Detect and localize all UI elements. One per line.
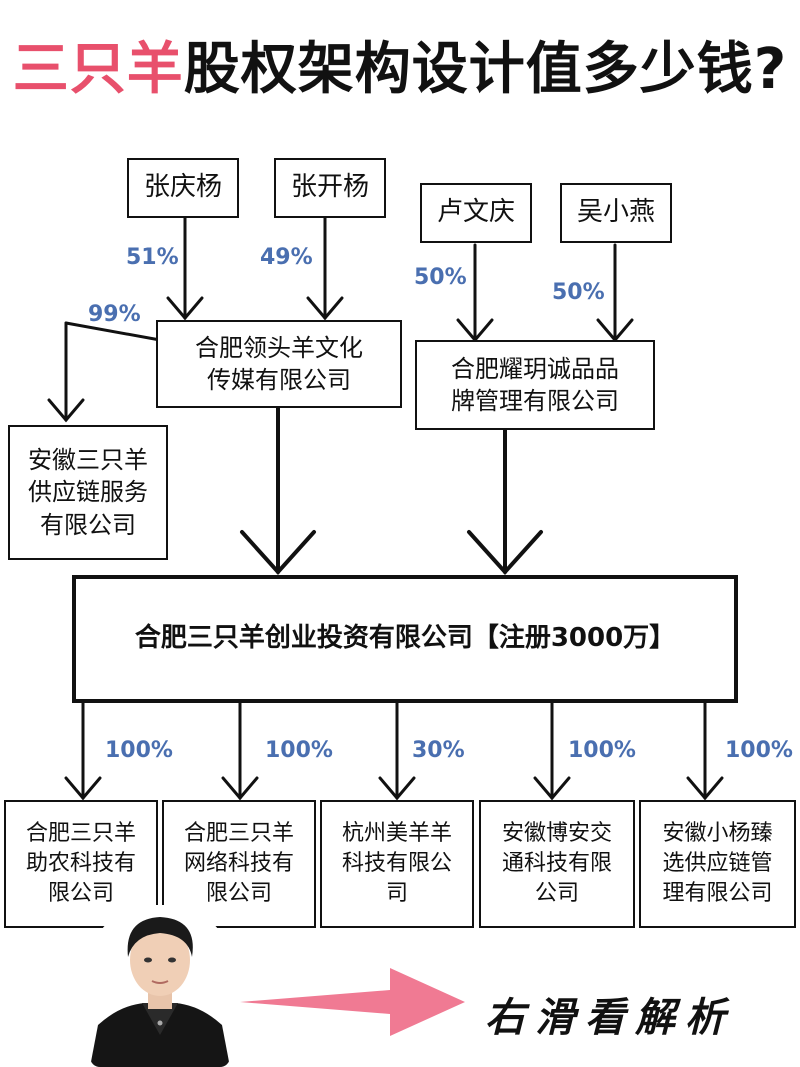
company-name-line: 理有限公司	[662, 880, 773, 906]
company-sub4: 安徽博安交 通科技有限 公司	[479, 800, 635, 928]
pct-lingtou-supply: 99%	[88, 302, 141, 327]
company-sub3: 杭州美羊羊 科技有限公 司	[320, 800, 474, 928]
pct-sub5: 100%	[725, 738, 793, 763]
pct-sub2: 100%	[265, 738, 333, 763]
company-name-line: 司	[385, 880, 408, 906]
company-name-line: 杭州美羊羊	[341, 821, 452, 847]
pct-lwq-yaoyue: 50%	[414, 265, 467, 290]
company-name-line: 牌管理有限公司	[451, 387, 619, 415]
company-sub2: 合肥三只羊 网络科技有 限公司	[162, 800, 316, 928]
company-name-line: 安徽小杨臻	[662, 821, 773, 847]
pct-sub1: 100%	[105, 738, 173, 763]
company-name-line: 限公司	[205, 880, 272, 906]
title-highlight: 三只羊	[12, 37, 184, 102]
company-main: 合肥三只羊创业投资有限公司【注册3000万】	[72, 575, 738, 703]
investor-wu-xiaoyan: 吴小燕	[560, 183, 672, 243]
company-name-line: 合肥三只羊	[25, 821, 136, 847]
swipe-hint: 右滑看解析	[485, 994, 735, 1041]
company-name-line: 助农科技有	[25, 851, 136, 877]
company-name-line: 合肥领头羊文化	[195, 333, 363, 362]
pct-sub4: 100%	[568, 738, 636, 763]
company-name-line: 供应链服务	[28, 478, 148, 507]
company-name-line: 合肥耀玥诚品品	[451, 354, 619, 383]
investor-zhang-qingyang: 张庆杨	[127, 158, 239, 218]
company-name-line: 科技有限公	[341, 851, 452, 877]
company-yaoyue: 合肥耀玥诚品品 牌管理有限公司	[415, 340, 655, 430]
pink-arrow-icon	[240, 968, 465, 1036]
investor-lu-wenqing: 卢文庆	[420, 183, 532, 243]
company-name-line: 安徽博安交	[501, 821, 612, 847]
pct-wxy-yaoyue: 50%	[552, 280, 605, 305]
company-lingtou: 合肥领头羊文化 传媒有限公司	[156, 320, 402, 408]
company-sub5: 安徽小杨臻 选供应链管 理有限公司	[639, 800, 796, 928]
pct-zqy-lingtou: 51%	[126, 245, 179, 270]
pct-sub3: 30%	[412, 738, 465, 763]
pct-zky-lingtou: 49%	[260, 245, 313, 270]
company-name-line: 安徽三只羊	[28, 445, 148, 474]
investor-name: 卢文庆	[436, 197, 515, 228]
company-name-line: 合肥三只羊	[183, 821, 294, 847]
company-name-line: 有限公司	[40, 510, 136, 539]
investor-name: 张开杨	[290, 172, 369, 203]
company-name-line: 限公司	[47, 880, 114, 906]
person-avatar	[90, 905, 230, 1067]
investor-name: 张庆杨	[143, 172, 222, 203]
company-name-line: 通科技有限	[501, 851, 612, 877]
company-name-line: 网络科技有	[183, 851, 294, 877]
company-name-line: 选供应链管	[662, 851, 773, 877]
company-name-line: 公司	[534, 880, 579, 906]
investor-name: 吴小燕	[576, 197, 655, 228]
company-name-line: 传媒有限公司	[207, 366, 351, 394]
page-title: 三只羊股权架构设计值多少钱?	[0, 30, 800, 110]
main-company-name: 合肥三只羊创业投资有限公司【注册3000万】	[134, 623, 676, 654]
title-rest: 股权架构设计值多少钱?	[183, 37, 788, 102]
investor-zhang-kaiyang: 张开杨	[274, 158, 386, 218]
company-supply-chain: 安徽三只羊 供应链服务 有限公司	[8, 425, 168, 560]
